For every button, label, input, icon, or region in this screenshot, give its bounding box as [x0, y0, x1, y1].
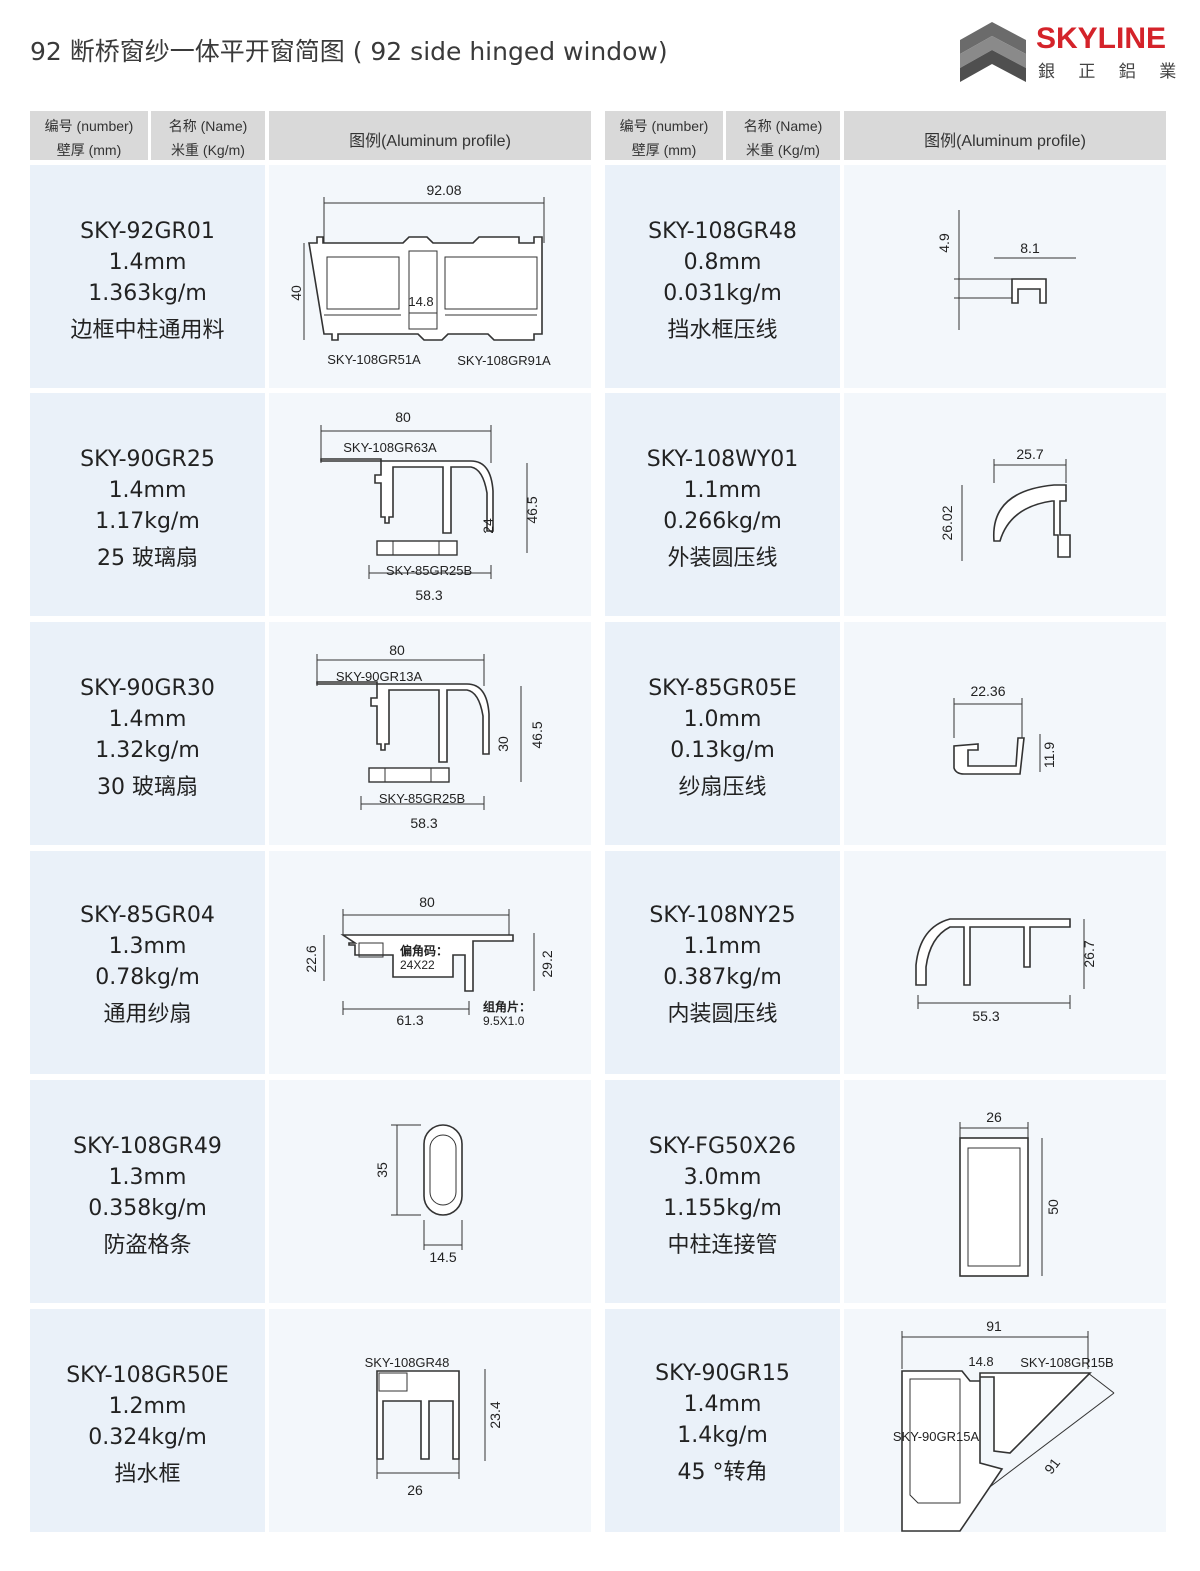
note-piece-code: 组角片： — [483, 999, 531, 1014]
dim-mid: 14.8 — [968, 1354, 993, 1369]
dim-width: 14.5 — [429, 1249, 456, 1265]
dim-h1: 30 — [495, 736, 511, 752]
header-figure: 图例(Aluminum profile) — [269, 111, 591, 160]
profile-figure: 80 22.6 29.2 61.3 偏角码： 24X22 组角片： 9.5X1.… — [269, 851, 591, 1074]
dim-width: 80 — [389, 642, 405, 658]
dim-height: 23.4 — [487, 1401, 503, 1428]
profile-figure: 80 SKY-108GR63A SKY-85GR25B 58.3 24 46.5 — [269, 393, 591, 616]
dim-bottom-width: 58.3 — [415, 587, 442, 603]
part-label-b: SKY-108GR15B — [1020, 1355, 1113, 1370]
dim-width: 91 — [986, 1318, 1002, 1334]
logo-text-en: SKYLINE — [1036, 22, 1167, 55]
page-title: 92 断桥窗纱一体平开窗简图 ( 92 side hinged window) — [30, 37, 668, 66]
profile-drawing: 26.7 55.3 — [915, 918, 1097, 1024]
part-label-top: SKY-108GR48 — [365, 1355, 450, 1370]
part-label-bottom: SKY-85GR25B — [386, 563, 472, 578]
profile-drawing: 4.9 8.1 — [936, 210, 1076, 330]
dim-width: 26 — [407, 1482, 423, 1498]
profile-figure: 26 50 — [844, 1080, 1166, 1303]
header-number-thickness-right: 编号 (number) 壁厚 (mm) — [605, 111, 723, 160]
table-row-info: SKY-90GR25 1.4mm 1.17kg/m 25 玻璃扇 — [30, 393, 265, 616]
profile-drawing: 80 SKY-108GR63A SKY-85GR25B 58.3 24 46.5 — [320, 409, 540, 603]
logo-text-cn: 銀 正 鋁 業 — [1038, 62, 1186, 82]
part-label-a: SKY-108GR51A — [327, 352, 421, 367]
dim-height: 40 — [288, 285, 304, 301]
dim-width: 55.3 — [972, 1008, 999, 1024]
dim-h2: 46.5 — [529, 721, 545, 748]
dim-h2: 46.5 — [524, 496, 540, 523]
profile-drawing: 22.36 11.9 — [953, 683, 1057, 775]
table-row-info: SKY-108WY01 1.1mm 0.266kg/m 外装圆压线 — [605, 393, 840, 616]
header-name-weight-right: 名称 (Name) 米重 (Kg/m) — [726, 111, 840, 160]
profile-drawing: 26 50 — [959, 1109, 1061, 1277]
table-row-info: SKY-92GR01 1.4mm 1.363kg/m 边框中柱通用料 — [30, 165, 265, 388]
table-row-info: SKY-108GR50E 1.2mm 0.324kg/m 挡水框 — [30, 1309, 265, 1532]
part-label-b: SKY-108GR91A — [457, 353, 551, 368]
profile-figure: 80 SKY-90GR13A SKY-85GR25B 58.3 30 46.5 — [269, 622, 591, 845]
table-row-info: SKY-108GR48 0.8mm 0.031kg/m 挡水框压线 — [605, 165, 840, 388]
table-row-info: SKY-108NY25 1.1mm 0.387kg/m 内装圆压线 — [605, 851, 840, 1074]
note-corner-code: 偏角码： — [400, 943, 448, 958]
dim-height: 11.9 — [1041, 742, 1057, 768]
profile-figure: 35 14.5 — [269, 1080, 591, 1303]
profile-drawing: 92.08 40 14.8 SKY-108GR51A SKY-108GR91A — [288, 182, 551, 368]
profile-drawing: 80 22.6 29.2 61.3 偏角码： 24X22 组角片： 9.5X1.… — [303, 894, 555, 1028]
dim-mid: 14.8 — [408, 294, 433, 309]
profile-drawing: 80 SKY-90GR13A SKY-85GR25B 58.3 30 46.5 — [316, 642, 545, 831]
table-row-info: SKY-85GR05E 1.0mm 0.13kg/m 纱扇压线 — [605, 622, 840, 845]
dim-diagonal: 91 — [1041, 1455, 1063, 1477]
table-row-info: SKY-108GR49 1.3mm 0.358kg/m 防盗格条 — [30, 1080, 265, 1303]
profile-figure: SKY-108GR48 23.4 26 — [269, 1309, 591, 1532]
dim-width: 26 — [986, 1109, 1002, 1125]
profile-figure: 26.7 55.3 — [844, 851, 1166, 1074]
dim-width: 25.7 — [1016, 446, 1043, 462]
part-label-top: SKY-108GR63A — [343, 440, 437, 455]
profile-figure: 92.08 40 14.8 SKY-108GR51A SKY-108GR91A — [269, 165, 591, 388]
dim-h1: 24 — [480, 518, 496, 534]
header-figure-right: 图例(Aluminum profile) — [844, 111, 1166, 160]
dim-height: 35 — [374, 1162, 390, 1178]
dim-width: 22.36 — [970, 683, 1005, 699]
note-corner-size: 24X22 — [400, 958, 435, 972]
dim-width: 80 — [395, 409, 411, 425]
dim-h1: 22.6 — [303, 945, 319, 972]
profile-figure: 22.36 11.9 — [844, 622, 1166, 845]
table-row-info: SKY-FG50X26 3.0mm 1.155kg/m 中柱连接管 — [605, 1080, 840, 1303]
profile-drawing: 35 14.5 — [374, 1124, 463, 1265]
profile-figure: 25.7 26.02 — [844, 393, 1166, 616]
dim-bottom-width: 58.3 — [410, 815, 437, 831]
table-row-info: SKY-90GR30 1.4mm 1.32kg/m 30 玻璃扇 — [30, 622, 265, 845]
header-name-weight: 名称 (Name) 米重 (Kg/m) — [151, 111, 265, 160]
dim-width: 8.1 — [1020, 240, 1040, 256]
part-label-top: SKY-90GR13A — [336, 669, 423, 684]
header-number-thickness: 编号 (number) 壁厚 (mm) — [30, 111, 148, 160]
dim-bottom-width: 61.3 — [396, 1012, 423, 1028]
profile-drawing: 25.7 26.02 — [939, 446, 1071, 561]
table-row-info: SKY-85GR04 1.3mm 0.78kg/m 通用纱扇 — [30, 851, 265, 1074]
part-label-bottom: SKY-85GR25B — [379, 791, 465, 806]
dim-width: 92.08 — [426, 182, 461, 198]
dim-height: 26.7 — [1081, 940, 1097, 967]
dim-height: 4.9 — [936, 233, 952, 253]
note-piece-size: 9.5X1.0 — [483, 1014, 525, 1028]
table-row-info: SKY-90GR15 1.4mm 1.4kg/m 45 °转角 — [605, 1309, 840, 1532]
logo-mark-icon — [960, 22, 1026, 82]
dim-height: 26.02 — [939, 505, 955, 540]
profile-figure: 4.9 8.1 — [844, 165, 1166, 388]
dim-h2: 29.2 — [539, 950, 555, 977]
dim-width: 80 — [419, 894, 435, 910]
part-label-a: SKY-90GR15A — [893, 1429, 980, 1444]
profile-drawing: SKY-108GR48 23.4 26 — [365, 1355, 503, 1498]
profile-drawing: 91 14.8 SKY-108GR15B SKY-90GR15A 91 — [893, 1318, 1115, 1532]
dim-height: 50 — [1045, 1199, 1061, 1215]
profile-figure: 91 14.8 SKY-108GR15B SKY-90GR15A 91 — [844, 1309, 1166, 1532]
